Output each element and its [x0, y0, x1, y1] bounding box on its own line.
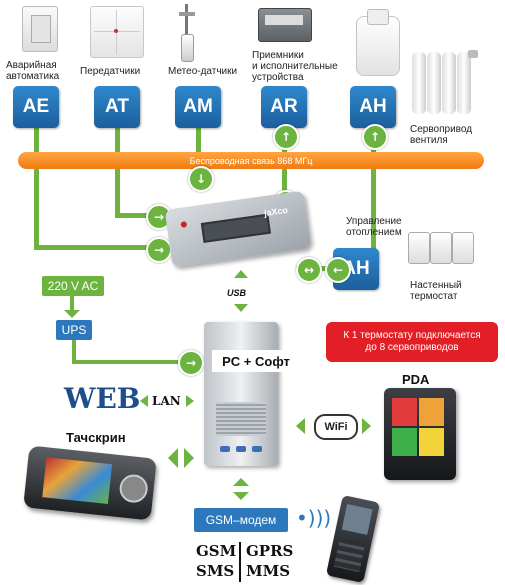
link-ae — [34, 126, 39, 156]
touchscreen-caption: Тачскрин — [66, 430, 126, 445]
module-ah[interactable]: AH — [350, 86, 396, 128]
left-arrow-icon — [296, 418, 305, 434]
receiver-photo — [258, 8, 312, 42]
pc-label-box: PC + Софт — [212, 350, 300, 372]
controller-display — [200, 213, 271, 243]
right-arrow-icon — [186, 395, 194, 407]
controller-logo: jaXco — [263, 204, 289, 219]
module-ar[interactable]: AR — [261, 86, 307, 128]
controller-unit: jaXco — [164, 190, 312, 268]
module-at[interactable]: AT — [94, 86, 140, 128]
power-ac-box: 220 V AC — [42, 276, 104, 296]
right-arrow-icon: → — [178, 350, 204, 376]
up-arrow-icon: ↑ — [362, 124, 388, 150]
gsm-option-mms: MMS — [246, 562, 291, 580]
gsm-divider — [239, 542, 241, 582]
link-ah-down — [371, 169, 376, 259]
link-ups-down — [72, 340, 76, 364]
wifi-badge: WiFi — [314, 414, 358, 440]
gsm-option-gprs: GPRS — [246, 542, 294, 560]
web-label: WEB — [64, 382, 141, 415]
touchscreen-device — [23, 445, 157, 521]
servo-valve-photo — [356, 9, 400, 76]
right-arrow-icon — [184, 448, 194, 468]
link-ae-down — [34, 169, 39, 249]
note-text: К 1 термостату подключается до 8 сервопр… — [343, 330, 481, 353]
down-arrow-icon — [233, 492, 249, 500]
link-ar-down — [282, 169, 287, 195]
receivers-caption: Приемники и исполнительные устройства — [252, 50, 338, 83]
weather-sensor-photo — [178, 4, 196, 62]
link-at-down — [115, 169, 120, 217]
left-arrow-icon — [140, 395, 148, 407]
wireless-bus: Беспроводная связь 868 МГц — [18, 152, 484, 169]
right-arrow-icon — [362, 418, 371, 434]
link-ups-pc — [72, 360, 190, 364]
up-arrow-icon — [233, 478, 249, 486]
gsm-option-sms: SMS — [196, 562, 235, 580]
servo-caption: Сервопривод вентиля — [410, 124, 473, 146]
link-ae-right — [34, 245, 164, 250]
gsm-modem-box: GSM–модем — [194, 508, 288, 532]
thermostat-photo — [408, 226, 474, 272]
link-ac-ups — [70, 296, 74, 312]
ups-box: UPS — [56, 320, 92, 340]
radiator-photo — [412, 46, 478, 116]
ups-label: UPS — [61, 323, 87, 337]
gsm-option-gsm: GSM — [196, 542, 237, 560]
module-am[interactable]: AM — [175, 86, 221, 128]
down-arrow-icon — [64, 310, 80, 318]
up-arrow-icon — [234, 270, 248, 278]
signal-waves-icon: •))) — [296, 506, 332, 530]
wireless-bus-label: Беспроводная связь 868 МГц — [189, 155, 313, 166]
link-at-right — [115, 213, 175, 218]
pc-label: PC + Софт — [222, 353, 290, 369]
heating-caption: Управление отоплением — [346, 216, 402, 238]
up-arrow-icon: ↑ — [273, 124, 299, 150]
usb-logo: USB — [227, 288, 247, 298]
left-arrow-icon — [168, 448, 178, 468]
link-at — [115, 126, 120, 156]
power-ac-label: 220 V AC — [47, 279, 99, 293]
gsm-modem-label: GSM–модем — [205, 513, 277, 527]
emergency-caption: Аварийная автоматика — [6, 60, 60, 82]
pc-tower — [204, 322, 278, 466]
thermostat-caption: Настенный термостат — [410, 280, 462, 302]
transmitters-caption: Передатчики — [80, 66, 141, 77]
module-ae[interactable]: AE — [13, 86, 59, 128]
link-am — [196, 126, 201, 156]
weather-caption: Метео-датчики — [168, 66, 238, 77]
mobile-phone — [325, 494, 381, 584]
note-box: К 1 термостату подключается до 8 сервопр… — [326, 322, 498, 362]
pda-caption: PDA — [402, 372, 430, 387]
down-arrow-icon: ↓ — [188, 166, 214, 192]
down-arrow-icon — [234, 304, 248, 312]
bidirectional-arrow-icon: ↔ — [296, 257, 322, 283]
transmitter-photo — [90, 6, 144, 58]
emergency-sensor-photo — [22, 6, 58, 52]
lan-label: LAN — [152, 394, 181, 408]
pda-device — [384, 388, 456, 480]
left-arrow-icon: ← — [325, 257, 351, 283]
